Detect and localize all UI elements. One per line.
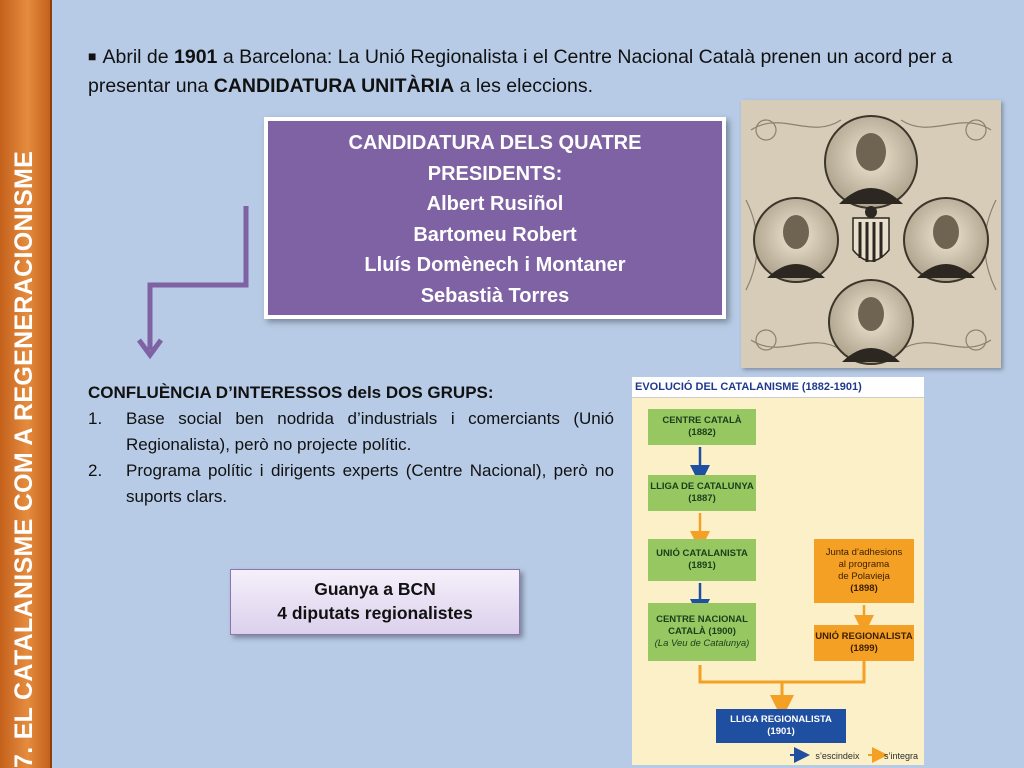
candidacy-line: PRESIDENTS: <box>427 162 563 185</box>
intro-text-2: a Barcelona: La Unió Regionalista i el C… <box>88 46 953 97</box>
candidacy-box: CANDIDATURA DELS QUATRE PRESIDENTS: Albe… <box>264 117 726 319</box>
intro-text-3: a les eleccions. <box>454 75 593 97</box>
candidacy-line: Albert Rusiñol <box>426 193 564 215</box>
candidacy-line: Lluís Domènech i Montaner <box>364 254 626 276</box>
evolution-diagram: EVOLUCIÓ DEL CATALANISME (1882-1901) CEN… <box>632 377 924 765</box>
square-bullet-icon: ■ <box>88 48 97 64</box>
section-title: 7. EL CATALANISME COM A REGENERACIONISME <box>10 150 38 768</box>
presidents-photo <box>741 100 1001 368</box>
confluence-section: CONFLUÈNCIA D’INTERESSOS dels DOS GRUPS:… <box>88 380 614 510</box>
confluence-title: CONFLUÈNCIA D’INTERESSOS dels DOS GRUPS: <box>88 383 494 402</box>
intro-paragraph: ■ Abril de 1901 a Barcelona: La Unió Regi… <box>88 42 998 101</box>
candidacy-line: Bartomeu Robert <box>413 223 577 246</box>
list-item: 2.Programa polític i dirigents experts (… <box>88 461 614 506</box>
candidacy-line: CANDIDATURA DELS QUATRE <box>348 132 642 154</box>
evolution-title: EVOLUCIÓ DEL CATALANISME (1882-1901) <box>632 377 924 398</box>
node-junta-adhesions: Junta d’adhesions al programa de Polavie… <box>814 539 914 603</box>
node-unio-catalanista: UNIÓ CATALANISTA(1891) <box>648 539 756 581</box>
sidebar: 7. EL CATALANISME COM A REGENERACIONISME <box>0 0 52 768</box>
node-lliga-regionalista: LLIGA REGIONALISTA(1901) <box>716 709 846 743</box>
result-box: Guanya a BCN 4 diputats regionalistes <box>230 569 520 635</box>
node-centre-catala: CENTRE CATALÀ(1882) <box>648 409 756 445</box>
shield-icon <box>852 206 890 262</box>
confluence-list: 1.Base social ben nodrida d’industrials … <box>88 406 614 510</box>
result-line-2: 4 diputats regionalistes <box>277 603 473 623</box>
node-lliga-catalunya: LLIGA DE CATALUNYA(1887) <box>648 475 756 511</box>
candidacy-line: Sebastià Torres <box>420 284 570 307</box>
elbow-arrow-icon <box>136 206 249 360</box>
intro-text-1: Abril de <box>102 46 175 68</box>
evolution-arrows <box>690 447 888 763</box>
list-item: 1.Base social ben nodrida d’industrials … <box>88 409 614 454</box>
result-line-1: Guanya a BCN <box>314 579 436 599</box>
node-unio-regionalista: UNIÓ REGIONALISTA(1899) <box>814 625 914 661</box>
intro-year: 1901 <box>174 46 218 68</box>
evolution-legend: s’escindeix s’integra <box>815 751 918 761</box>
intro-highlight: CANDIDATURA UNITÀRIA <box>213 75 455 97</box>
